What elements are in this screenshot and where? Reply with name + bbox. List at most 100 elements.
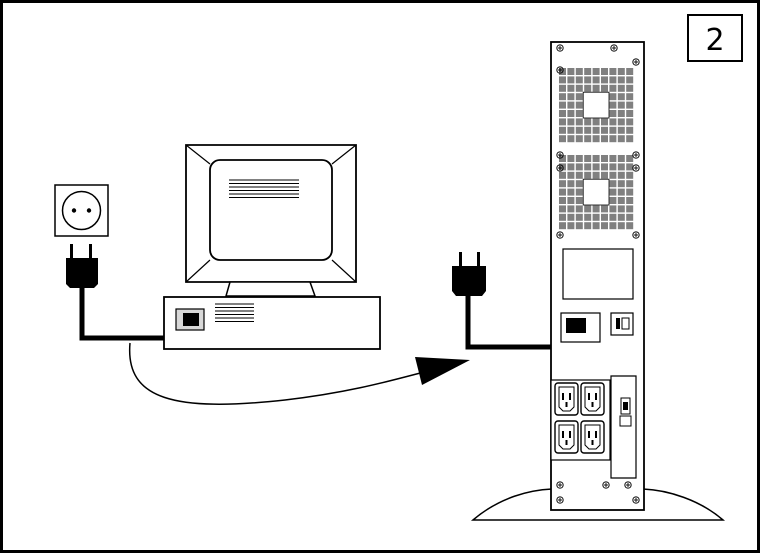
- vent-cell: [567, 163, 575, 171]
- vent-cell: [567, 188, 575, 196]
- vent-cell: [601, 155, 608, 162]
- vent-cell: [626, 205, 634, 213]
- output-socket-icon: [554, 420, 579, 454]
- vent-cell: [626, 68, 634, 75]
- vent-cell: [584, 163, 592, 171]
- vent-cell: [617, 93, 625, 101]
- vent-cell: [559, 135, 566, 143]
- vent-cell: [626, 213, 634, 221]
- vent-cell: [609, 118, 617, 126]
- vent-cell: [626, 126, 634, 134]
- vent-cell: [626, 84, 634, 92]
- vent-cell: [559, 110, 566, 117]
- vent-cell: [567, 222, 575, 230]
- vent-cell: [626, 76, 634, 84]
- vent-cell: [567, 155, 575, 162]
- vent-cell: [567, 205, 575, 213]
- vent-cell: [575, 205, 583, 213]
- vent-cell: [592, 76, 600, 84]
- vent-cell: [609, 171, 617, 179]
- screw-icon: [556, 164, 564, 172]
- screw-icon: [556, 231, 564, 239]
- vent-cell: [617, 155, 625, 162]
- screw-icon: [632, 231, 640, 239]
- vent-cell: [609, 163, 617, 171]
- vent-cell: [617, 180, 625, 188]
- vent-cell: [592, 135, 600, 143]
- vent-cell: [592, 126, 600, 134]
- vent-cell: [617, 76, 625, 84]
- ups-tower-icon: [550, 41, 645, 511]
- vent-cell: [575, 222, 583, 230]
- vent-cell: [601, 118, 608, 126]
- vent-cell: [601, 205, 608, 213]
- ups-output-sockets: [550, 379, 611, 461]
- screw-icon: [632, 151, 640, 159]
- vent-cell: [617, 197, 625, 204]
- screw-icon: [556, 151, 564, 159]
- vent-cell: [575, 93, 583, 101]
- vent-cell: [559, 93, 566, 101]
- vent-cell: [559, 118, 566, 126]
- screw-icon: [556, 44, 564, 52]
- vent-cell: [617, 205, 625, 213]
- screw-icon: [632, 58, 640, 66]
- vent-cell: [567, 197, 575, 204]
- vent-cell: [559, 163, 566, 171]
- vent-cell: [592, 205, 600, 213]
- vent-cell: [584, 171, 592, 179]
- vent-cell: [567, 135, 575, 143]
- vent-cell: [601, 84, 608, 92]
- screw-icon: [556, 66, 564, 74]
- computer-monitor-icon: [185, 144, 357, 297]
- vent-cell: [609, 76, 617, 84]
- vent-cell: [601, 126, 608, 134]
- vent-cell: [609, 197, 617, 204]
- vent-cell: [584, 84, 592, 92]
- vent-cell: [617, 188, 625, 196]
- vent-cell: [575, 213, 583, 221]
- screw-icon: [632, 164, 640, 172]
- vent-cell: [567, 180, 575, 188]
- vent-cell: [559, 84, 566, 92]
- vent-cell: [601, 163, 608, 171]
- screw-marks: [556, 44, 640, 504]
- vent-cell: [559, 205, 566, 213]
- vent-cell: [575, 135, 583, 143]
- vent-cell: [626, 197, 634, 204]
- vent-cell: [592, 213, 600, 221]
- vent-cell: [609, 180, 617, 188]
- vent-cell: [559, 197, 566, 204]
- vent-cell: [584, 205, 592, 213]
- vent-cell: [575, 118, 583, 126]
- vent-cell: [567, 76, 575, 84]
- vent-cell: [617, 118, 625, 126]
- vent-cell: [567, 93, 575, 101]
- ups-label-plate: [562, 248, 634, 300]
- vent-cell: [559, 180, 566, 188]
- vent-cell: [559, 171, 566, 179]
- vent-cell: [617, 126, 625, 134]
- screw-icon: [632, 496, 640, 504]
- wall-outlet-icon: [54, 184, 109, 237]
- ups-input-socket: [560, 312, 601, 343]
- vent-cell: [626, 188, 634, 196]
- vent-center-panel: [582, 178, 610, 206]
- vent-cell: [567, 118, 575, 126]
- wall-plug-icon: [66, 244, 98, 288]
- vent-cell: [609, 84, 617, 92]
- vent-cell: [617, 135, 625, 143]
- vent-cell: [559, 155, 566, 162]
- vent-cell: [609, 93, 617, 101]
- vent-cell: [609, 110, 617, 117]
- vent-cell: [617, 163, 625, 171]
- vent-cell: [609, 222, 617, 230]
- vent-cell: [559, 101, 566, 109]
- vent-cell: [584, 222, 592, 230]
- vent-cell: [567, 213, 575, 221]
- vent-cell: [609, 126, 617, 134]
- vent-cell: [601, 135, 608, 143]
- vent-cell: [584, 68, 592, 75]
- vent-cell: [575, 126, 583, 134]
